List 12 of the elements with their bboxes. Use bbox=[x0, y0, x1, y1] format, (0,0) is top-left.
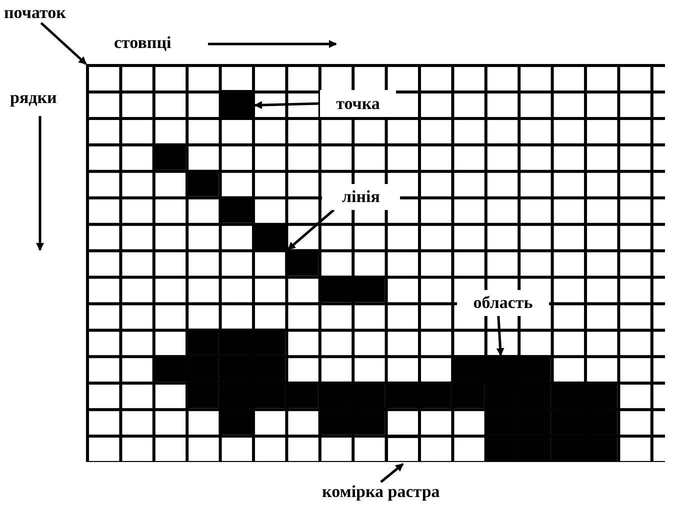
origin-label: початок bbox=[4, 3, 66, 23]
raster-cell-label: комірка растра bbox=[322, 482, 440, 502]
leader-arrow bbox=[380, 463, 404, 483]
filled-cell bbox=[252, 222, 288, 252]
rows-label: рядки bbox=[10, 88, 57, 108]
leader-arrow bbox=[496, 316, 504, 356]
raster-grid bbox=[86, 64, 665, 462]
leader-arrow bbox=[254, 101, 320, 110]
leader-arrow bbox=[40, 22, 87, 65]
leader-arrow bbox=[287, 209, 335, 250]
columns-label: стовпці bbox=[114, 33, 172, 53]
empty-cell bbox=[384, 434, 421, 462]
